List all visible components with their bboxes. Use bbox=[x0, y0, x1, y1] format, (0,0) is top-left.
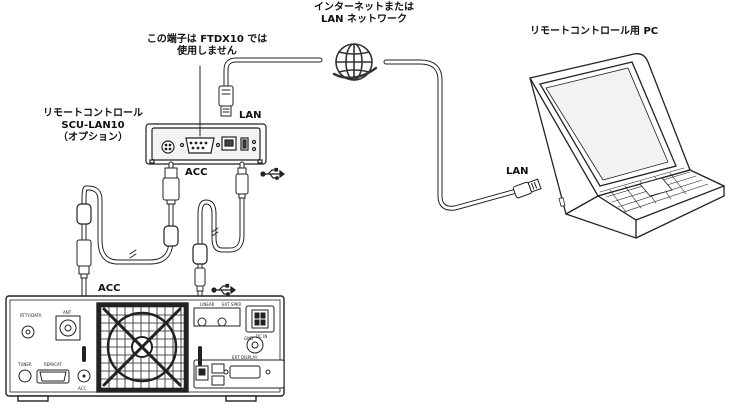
acc-plug-unit bbox=[162, 167, 180, 205]
acc-label-radio: ACC bbox=[98, 283, 121, 294]
radio-label-acc: ACC bbox=[78, 386, 87, 391]
unit-acc-port bbox=[161, 140, 175, 154]
ferrite-core bbox=[163, 225, 179, 247]
remote-unit-scu-lan10 bbox=[145, 123, 267, 165]
globe-icon bbox=[332, 43, 378, 81]
not-used-note-line2: 使用しません bbox=[177, 46, 237, 57]
radio-label-tuner: TUNER bbox=[18, 362, 32, 367]
pc-label: リモートコントロール用 PC bbox=[530, 26, 659, 37]
unit-lan-port bbox=[221, 136, 237, 151]
radio-rear-panel bbox=[5, 295, 285, 402]
not-used-note-line1: この端子は FTDX10 では bbox=[146, 34, 268, 45]
radio-label-rtty: RTTY/DATA bbox=[20, 313, 42, 318]
acc-label-unit: ACC bbox=[185, 167, 208, 178]
unit-dsub-port bbox=[179, 137, 221, 154]
radio-label-remote: REM/CAT bbox=[44, 362, 62, 367]
cooling-fan bbox=[96, 302, 189, 393]
remote-unit-label: リモートコントロール SCU-LAN10 （オプション） bbox=[38, 108, 148, 144]
radio-label-gnd: GND bbox=[244, 336, 254, 341]
remote-unit-label-line1: リモートコントロール bbox=[43, 108, 143, 119]
usb-icon bbox=[260, 167, 285, 180]
internet-label-line2: LAN ネットワーク bbox=[321, 14, 407, 25]
radio-label-linear: LINEAR bbox=[200, 302, 215, 307]
not-used-note: この端子は FTDX10 では 使用しません bbox=[142, 34, 272, 58]
lan-plug-pc bbox=[512, 178, 542, 199]
usb-cable bbox=[192, 161, 249, 353]
usb-plug-radio bbox=[194, 267, 206, 292]
remote-unit-label-line2: SCU-LAN10 bbox=[61, 120, 125, 131]
acc-cable bbox=[76, 161, 180, 353]
lan-label-pc: LAN bbox=[506, 166, 529, 177]
radio-right-ports bbox=[193, 305, 285, 389]
internet-label-line1: インターネットまたは bbox=[314, 2, 414, 13]
internet-label: インターネットまたは LAN ネットワーク bbox=[304, 2, 424, 26]
ferrite-core bbox=[192, 243, 208, 265]
radio-label-dc-in: DC IN bbox=[256, 334, 268, 339]
ferrite-core bbox=[76, 203, 92, 225]
radio-label-ext-display: EXT DISPLAY bbox=[232, 355, 258, 360]
acc-plug-radio bbox=[76, 239, 92, 279]
radio-left-ports bbox=[18, 315, 91, 384]
unit-usb-port bbox=[240, 137, 249, 151]
laptop-icon bbox=[528, 53, 726, 239]
radio-label-ant: ANT bbox=[63, 310, 72, 315]
usb-plug-unit bbox=[235, 167, 249, 199]
lan-plug-unit bbox=[218, 85, 234, 117]
lan-cable bbox=[218, 57, 542, 211]
usb-icon bbox=[211, 283, 236, 296]
lan-label-unit: LAN bbox=[239, 110, 262, 121]
remote-unit-label-line3: （オプション） bbox=[58, 132, 128, 143]
radio-label-ext-spkr: EXT SPKR bbox=[222, 302, 242, 307]
